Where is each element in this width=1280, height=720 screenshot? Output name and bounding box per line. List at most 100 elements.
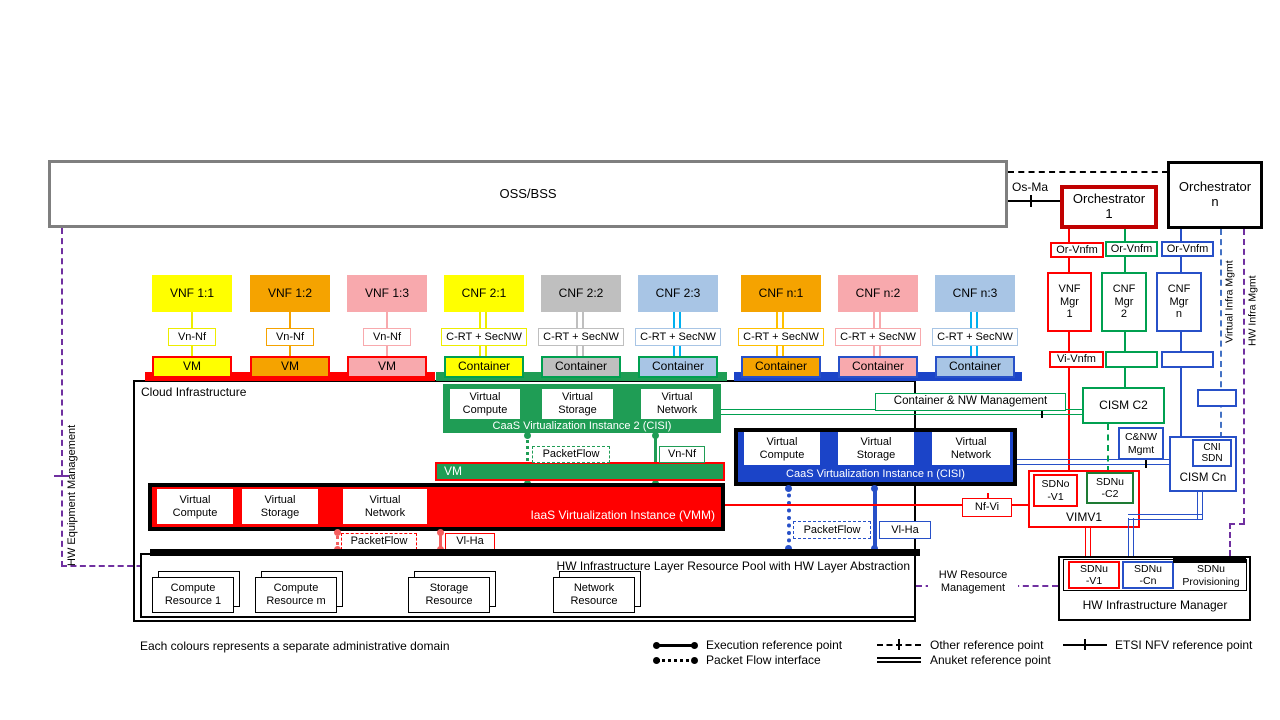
iaas-vimv1-line [725,504,1028,506]
sdnu-v1-box: SDNu -V1 [1068,561,1120,589]
caasn-virtual-network: Virtual Network [932,432,1010,465]
packetflow-label-green: PacketFlow [532,446,610,463]
nf-box-cnfn2: CNF n:2 [838,275,918,312]
vm-bar-label: VM [444,464,462,478]
hw-infra-manager-inner-box [1063,559,1247,591]
packetflow-label-blue: PacketFlow [793,521,871,539]
caasn-cismcn-anuket-line [1017,459,1169,465]
caas2-packetflow-dot-top [524,432,531,439]
container-box-6: Container [935,356,1015,378]
caasn-packetflow-dot-bottom [785,545,792,552]
crt-secnw-label-6: C-RT + SecNW [932,328,1018,346]
os-ma-label: Os-Ma [1012,180,1048,194]
caasn-packetflow-line [787,486,791,550]
sdno-v1-box: SDNo -V1 [1033,474,1078,507]
vi-vnfm-box-green [1105,351,1158,368]
caas2-label: CaaS Virtualization Instance 2 (CISI) [492,419,672,432]
crt-secnw-label-3: C-RT + SecNW [635,328,721,346]
network-resource: Network Resource [553,577,635,613]
cloud-infrastructure-box [133,380,916,622]
vm-box-1: VM [152,356,232,378]
iaas-vlha-dot-top [437,529,444,536]
iaas-packetflow-line [336,531,339,551]
caas2-virtual-compute: Virtual Compute [449,388,521,420]
nf-box-cnfn3: CNF n:3 [935,275,1015,312]
cismc2-sdnuc2-dashed-line [1107,424,1109,472]
nf-box-cnf23: CNF 2:3 [638,275,718,312]
or-vnfm-label-n: Or-Vnfm [1161,241,1214,257]
caasn-vlha-dot-bottom [871,545,878,552]
os-ma-tick [1030,195,1032,207]
cismcn-sdnucn-line-v2 [1128,518,1134,561]
sdnu-provisioning-label: SDNu Provisioning [1182,563,1240,588]
cismcn-sdnucn-line-h [1128,514,1203,520]
container-box-3: Container [638,356,718,378]
caasn-vlha-dot-top [871,485,878,492]
caas2-vnnf-line [654,433,657,485]
vimv1-label: VIMV1 [1065,510,1102,525]
legend-etsi-label: ETSI NFV reference point [1115,638,1253,652]
hw-layer-bar [150,549,920,556]
admin-domain-note: Each colours represents a separate admin… [140,639,450,653]
iaas-label: IaaS Virtualization Instance (VMM) [530,508,715,522]
or-vnfm-label-1: Or-Vnfm [1050,242,1104,258]
caasn-cismcn-tick [1145,456,1147,468]
vl-ha-label-blue: Vl-Ha [879,521,931,539]
legend-packetflow-dot-l [653,657,660,664]
hw-pool-label: HW Infrastructure Layer Resource Pool wi… [556,559,910,573]
legend-etsi-tick [1084,639,1086,650]
vl-ha-label-red: Vl-Ha [445,533,495,550]
virtual-infra-mgmt-label: Virtual Infra Mgmt [1223,260,1236,344]
hw-infra-mgmt-line-2 [1229,523,1231,556]
crt-secnw-label-4: C-RT + SecNW [738,328,824,346]
iaas-packetflow-dot-top [334,529,341,536]
legend-other-tick [898,639,900,650]
vimv1-sdnuv1-line [1085,528,1091,561]
caas2-vnnf-dot-top [652,432,659,439]
storage-resource: Storage Resource [408,577,490,613]
virtual-infra-mgmt-line [1220,229,1222,438]
sdnu-cn-box: SDNu -Cn [1122,561,1174,589]
legend-packetflow-dot-r [691,657,698,664]
legend-anuket-line [877,657,921,663]
or-vnfm-label-2: Or-Vnfm [1105,241,1158,257]
container-nw-mgmt-label: Container & NW Management [875,393,1066,411]
caasn-virtual-storage: Virtual Storage [838,432,914,465]
hw-equipment-mgmt-line [61,228,63,567]
container-box-1: Container [444,356,524,378]
iaas-box [148,483,725,531]
os-ma-line [1008,200,1060,202]
caasn-vlha-line [873,486,877,550]
vm-bar [435,462,725,481]
legend-execution-dot-r [691,642,698,649]
nf-box-vnf11: VNF 1:1 [152,275,232,312]
nf-box-cnfn1: CNF n:1 [741,275,821,312]
vn-nf-label-2: Vn-Nf [266,328,314,346]
oss-orchn-dashed-line [1008,171,1168,173]
hw-resource-mgmt-label: HW Resource Management [928,565,1018,599]
legend-packetflow-line [657,659,695,662]
cism-c2-box: CISM C2 [1082,387,1165,424]
legend-anuket-label: Anuket reference point [930,653,1051,667]
vn-nf-label-3: Vn-Nf [363,328,411,346]
sdnu-provisioning-bar [1173,556,1246,563]
hw-equipment-mgmt-label: HW Equipment Management [66,424,78,566]
hw-infra-manager-title: HW Infrastructure Manager [1082,598,1228,613]
crt-secnw-label-2: C-RT + SecNW [538,328,624,346]
vn-nf-label-1: Vn-Nf [168,328,216,346]
caasn-virtual-compute: Virtual Compute [744,432,820,465]
caas2-packetflow-line [526,433,529,485]
container-box-5: Container [838,356,918,378]
vi-vnfm-box-blue [1161,351,1214,368]
cnf-mgr-2-box: CNF Mgr 2 [1101,272,1147,332]
caas2-virtual-network: Virtual Network [640,388,714,420]
oss-bss-box: OSS/BSS [48,160,1008,228]
legend-packetflow-label: Packet Flow interface [706,653,821,667]
vnf-mgr-1-box: VNF Mgr 1 [1047,272,1092,332]
orchestrator-n-box: Orchestrator n [1167,161,1263,229]
compute-resource-1: Compute Resource 1 [152,577,234,613]
cloud-infrastructure-title: Cloud Infrastructure [141,385,247,399]
iaas-virtual-storage: Virtual Storage [242,489,318,524]
cism-cn-label: CISM Cn [1179,472,1227,485]
